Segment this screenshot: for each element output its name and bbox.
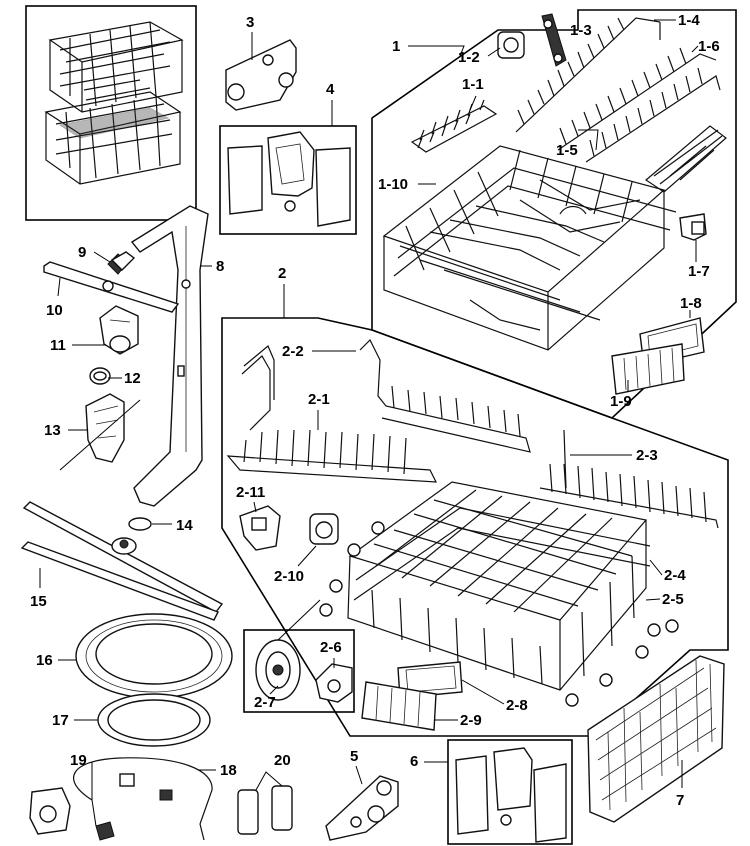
cup-shelf-insert	[410, 99, 498, 153]
label-3: 3	[246, 14, 254, 31]
label-7: 7	[676, 792, 684, 809]
lower-spray-arm-15	[20, 501, 224, 621]
manifold-13	[59, 393, 141, 471]
overview-inset	[25, 5, 197, 221]
label-10: 10	[46, 302, 63, 319]
label-1-6: 1-6	[698, 38, 720, 55]
lower-rack-group	[221, 317, 729, 737]
label-20: 20	[274, 752, 291, 769]
label-1-5: 1-5	[556, 142, 578, 159]
callouts: 1 1-2 1-3 1-4 1-6 1-1 1-5 1-10 1-7 1-8 1…	[30, 12, 720, 809]
feed-tube-8	[130, 205, 209, 507]
part-3-bracket	[225, 39, 297, 111]
washer-14	[128, 517, 152, 531]
label-2-4: 2-4	[664, 567, 686, 584]
label-19: 19	[70, 752, 87, 769]
label-15: 15	[30, 593, 47, 610]
label-2: 2	[278, 265, 286, 282]
pins-20	[237, 771, 293, 835]
nozzle-assembly-11	[99, 305, 139, 355]
part-5-bracket	[325, 775, 399, 841]
label-1-7: 1-7	[688, 263, 710, 280]
label-8: 8	[216, 258, 224, 275]
label-1: 1	[392, 38, 400, 55]
silverware-basket-7	[587, 655, 725, 823]
label-1-8: 1-8	[680, 295, 702, 312]
filter-ring-16	[75, 613, 233, 699]
label-2-9: 2-9	[460, 712, 482, 729]
upper-rack-basket	[382, 145, 677, 351]
label-2-8: 2-8	[506, 697, 528, 714]
label-2-7: 2-7	[254, 694, 276, 711]
label-1-4: 1-4	[678, 12, 700, 29]
fold-down-tines-2-2	[243, 338, 531, 453]
wheel-2-6	[315, 663, 353, 703]
cutlery-shelf	[645, 125, 727, 193]
wire-harness-18	[73, 757, 213, 841]
lower-rack-basket	[347, 481, 651, 691]
rail-clip	[541, 13, 567, 67]
label-2-2: 2-2	[282, 343, 304, 360]
tine-row-a	[515, 17, 661, 133]
sensor-19	[29, 762, 115, 841]
label-13: 13	[44, 422, 61, 439]
rack-roller-upper	[497, 31, 525, 59]
label-11: 11	[50, 337, 66, 354]
side-rollers	[319, 521, 679, 707]
clip-2-11	[239, 505, 281, 551]
label-4: 4	[326, 81, 335, 98]
tine-row-c	[585, 67, 721, 163]
o-ring-12	[89, 367, 111, 385]
part-4-box	[219, 125, 357, 235]
label-18: 18	[220, 762, 237, 779]
upper-rack-group	[371, 9, 737, 419]
rack-handle-cover-upper	[611, 343, 685, 395]
rack-clip	[679, 213, 707, 241]
label-2-3: 2-3	[636, 447, 658, 464]
label-1-10: 1-10	[378, 176, 408, 193]
label-17: 17	[52, 712, 69, 729]
label-1-2: 1-2	[458, 49, 480, 66]
fold-down-tines-2-1	[226, 355, 438, 483]
label-14: 14	[176, 517, 193, 534]
roller-box-2-7	[243, 629, 355, 713]
label-16: 16	[36, 652, 53, 669]
label-12: 12	[124, 370, 141, 387]
roller-2-10	[309, 513, 339, 545]
tine-row-2-3	[539, 429, 719, 529]
tine-row-b	[557, 47, 717, 151]
label-1-1: 1-1	[462, 76, 484, 93]
label-5: 5	[350, 748, 358, 765]
label-1-9: 1-9	[610, 393, 632, 410]
label-1-3: 1-3	[570, 22, 592, 39]
label-2-11: 2-11	[236, 484, 265, 501]
spray-nozzle-9	[107, 251, 136, 275]
label-2-6: 2-6	[320, 639, 342, 656]
upper-spray-arm-10	[43, 261, 180, 313]
rack-handle-cover-lower	[361, 681, 437, 731]
label-2-10: 2-10	[274, 568, 304, 585]
label-9: 9	[78, 244, 86, 261]
part-6-box	[447, 739, 573, 845]
label-2-1: 2-1	[308, 391, 330, 408]
gasket-17	[97, 693, 211, 747]
label-2-5: 2-5	[662, 591, 684, 608]
label-6: 6	[410, 753, 418, 770]
